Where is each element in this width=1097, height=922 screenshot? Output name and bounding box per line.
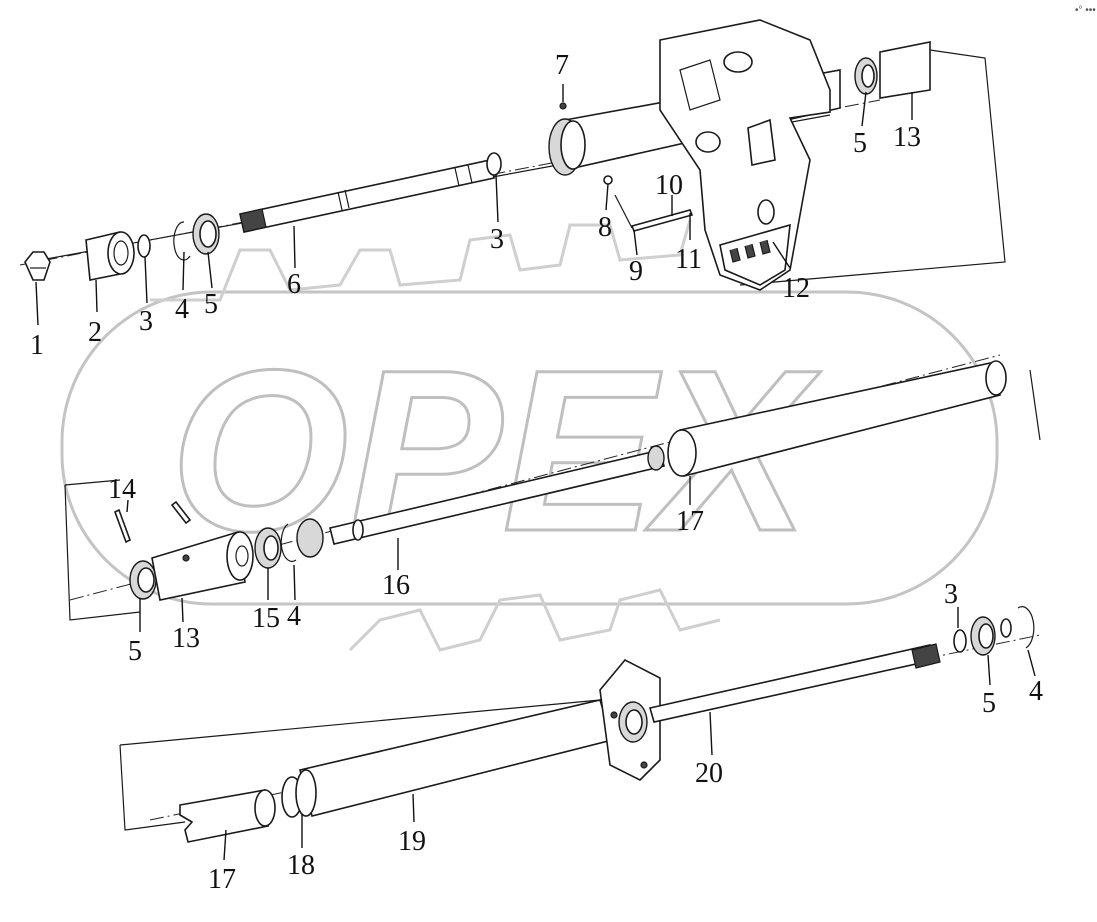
part-1-nut: [24, 251, 51, 281]
part-5-bearing-middle: [129, 560, 157, 600]
corner-mark: •° •••: [1075, 5, 1096, 16]
callout-1: 1: [30, 330, 44, 361]
callout-12: 12: [782, 273, 810, 304]
part-7-grease-nipple: [559, 102, 567, 110]
callout-3-lower: 3: [944, 579, 958, 610]
part-flange-plate: [599, 658, 661, 781]
part-4-circlip-middle: [280, 523, 297, 562]
callout-13-middle: 13: [172, 623, 200, 654]
callout-9: 9: [629, 256, 643, 287]
part-17-tube: [647, 360, 1007, 478]
callout-5-middle: 5: [128, 636, 142, 667]
part-16-shaft: [296, 449, 665, 558]
callout-16: 16: [382, 570, 410, 601]
callout-4-middle: 4: [287, 601, 301, 632]
lower-assembly: [119, 606, 1041, 843]
callout-5: 5: [204, 289, 218, 320]
callout-4: 4: [175, 294, 189, 325]
part-17-tube-lower: [179, 789, 276, 843]
middle-assembly: [64, 354, 1041, 621]
callout-2: 2: [88, 317, 102, 348]
part-20-shaft: [648, 643, 941, 723]
callout-18: 18: [287, 850, 315, 881]
leader-lines: [35, 84, 1036, 861]
part-14-pin: [114, 508, 131, 544]
callout-19: 19: [398, 826, 426, 857]
part-3-ring-lower: [953, 629, 967, 653]
callout-10: 10: [655, 170, 683, 201]
part-19-column-tube: [295, 699, 614, 817]
callout-20: 20: [695, 758, 723, 789]
callout-8: 8: [598, 212, 612, 243]
callout-15: 15: [252, 603, 280, 634]
callout-labels: 1 2 3 4 5 6 3 7 8 9 10 11 12 5 13 14 5 1…: [30, 50, 1043, 895]
part-spring-pin-middle: [170, 500, 192, 525]
callout-17: 17: [676, 506, 704, 537]
part-5-bearing: [192, 213, 220, 255]
part-5-bearing-lower: [970, 616, 996, 656]
callout-13: 13: [893, 122, 921, 153]
part-8-screw: [603, 175, 613, 185]
part-3-seal-ring: [137, 234, 151, 258]
part-9-pin: [614, 194, 633, 229]
callout-7: 7: [555, 50, 569, 81]
part-4-circlip-lower: [1000, 606, 1035, 649]
callout-3: 3: [139, 306, 153, 337]
part-13-tube-end: [879, 41, 931, 99]
part-3-ring-upper: [486, 152, 502, 176]
callout-5-upper: 5: [853, 128, 867, 159]
part-15-bearing: [254, 527, 282, 569]
upper-assembly: [19, 19, 1006, 291]
part-11-spring-pin: [630, 209, 694, 232]
part-4-circlip: [173, 221, 191, 261]
part-2-bushing: [85, 231, 135, 281]
callout-3-upper: 3: [490, 224, 504, 255]
part-13-sleeve: [151, 530, 254, 601]
callout-4-lower: 4: [1029, 676, 1043, 707]
callout-6: 6: [287, 269, 301, 300]
part-6-shaft: [239, 159, 495, 233]
callout-14: 14: [108, 474, 136, 505]
part-5-bearing-upper: [854, 57, 878, 95]
callout-11: 11: [675, 244, 702, 275]
callout-17-lower: 17: [208, 864, 236, 895]
part-12-bracket: [659, 19, 831, 291]
callout-5-lower: 5: [982, 688, 996, 719]
